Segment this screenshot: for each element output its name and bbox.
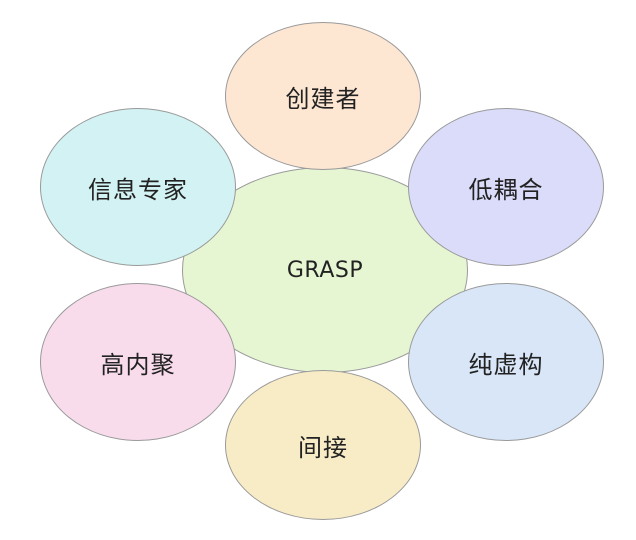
center-node-label: GRASP — [286, 257, 364, 283]
node-creator-label: 创建者 — [285, 84, 361, 113]
node-pure-fabrication-label: 纯虚构 — [468, 350, 544, 379]
node-indirection-label: 间接 — [298, 433, 348, 462]
node-indirection: 间接 — [225, 370, 421, 520]
node-low-coupling: 低耦合 — [408, 108, 604, 266]
node-information-expert-label: 信息专家 — [88, 175, 188, 204]
node-creator: 创建者 — [225, 22, 421, 170]
node-high-cohesion-label: 高内聚 — [100, 350, 176, 379]
node-pure-fabrication: 纯虚构 — [408, 283, 604, 441]
node-low-coupling-label: 低耦合 — [468, 175, 544, 204]
node-information-expert: 信息专家 — [40, 108, 236, 266]
node-high-cohesion: 高内聚 — [40, 283, 236, 441]
